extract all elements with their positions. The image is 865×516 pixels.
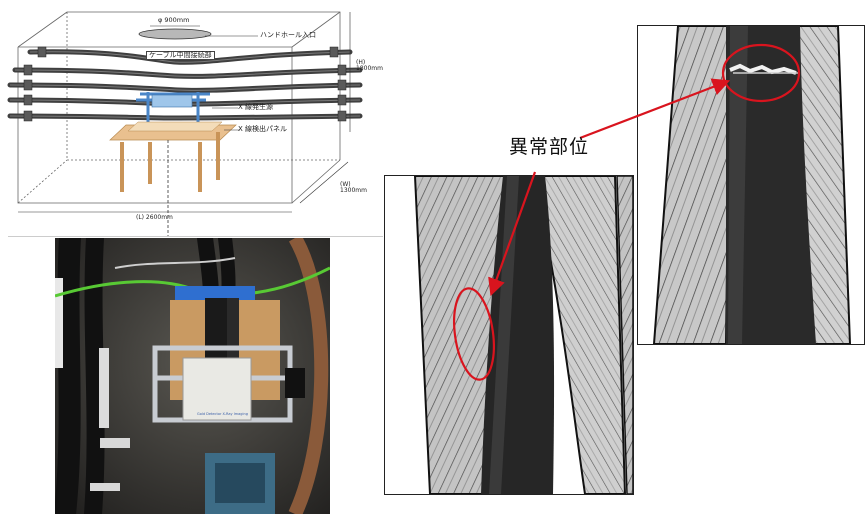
handhole-diagram: φ 900mm ハンドホール入口 ケーブル中間接続部 X 線発生源 X 線検出パ… xyxy=(0,0,385,236)
xray-image-main-drawing xyxy=(385,176,633,494)
xray-image-zoomed xyxy=(637,25,865,345)
xray-panel-label: X 線検出パネル xyxy=(238,125,288,133)
anomaly-callout-label: 異常部位 xyxy=(509,136,590,158)
diameter-label: φ 900mm xyxy=(158,16,190,24)
xray-image-main xyxy=(384,175,634,495)
height-dimension-label: (H) 1800mm xyxy=(356,59,383,72)
xray-image-zoomed-drawing xyxy=(638,26,864,344)
site-photo-drawing xyxy=(55,238,330,514)
cable-joint-label: ケーブル中間接続部 xyxy=(146,51,215,60)
length-dimension-label: (L) 2600mm xyxy=(136,214,173,221)
handhole-diagram-drawing xyxy=(7,11,363,236)
device-label: Gold Detector X-Ray Imaging xyxy=(197,412,248,416)
width-dimension-label: (W) 1300mm xyxy=(340,181,367,194)
xray-source-label: X 線発生源 xyxy=(238,103,274,111)
handhole-entrance-label: ハンドホール入口 xyxy=(260,31,316,39)
separator-line xyxy=(8,236,383,237)
site-photo: Gold Detector X-Ray Imaging xyxy=(55,238,330,514)
